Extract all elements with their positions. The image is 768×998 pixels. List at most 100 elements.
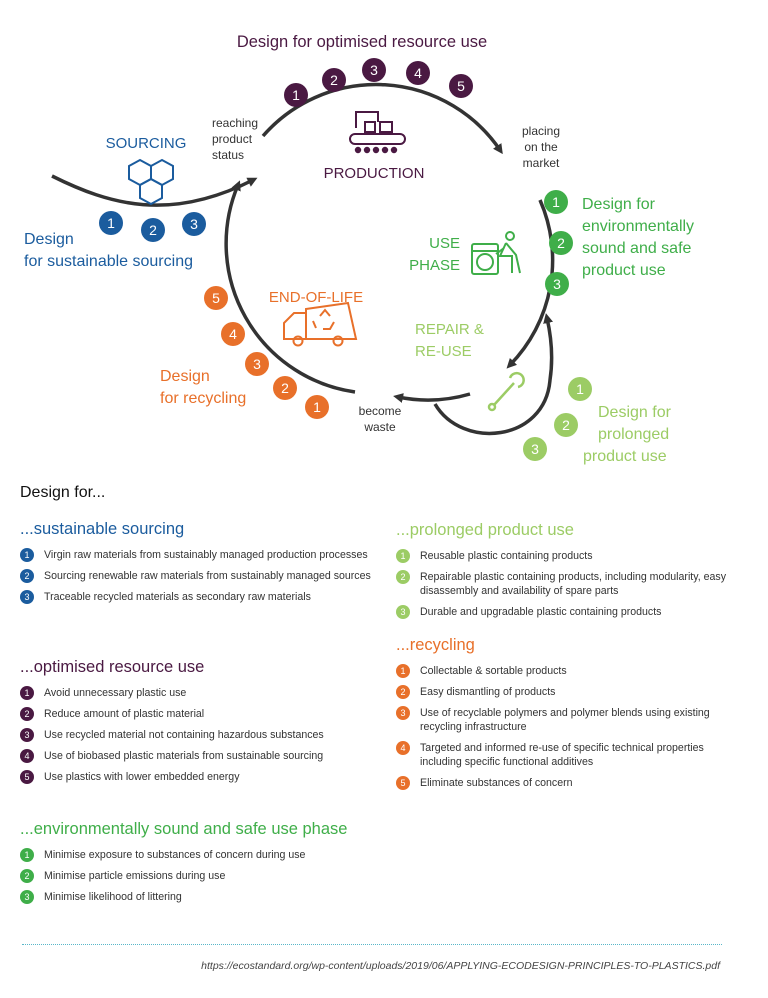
number-badge-circle [523, 437, 547, 461]
washing-machine-person-icon [471, 231, 521, 275]
production-stage-label: PRODUCTION [324, 165, 425, 182]
number-badge-circle [322, 68, 346, 92]
number-badge-label: 5 [457, 78, 465, 94]
number-badge: 2 [20, 707, 34, 721]
number-badge: 3 [20, 590, 34, 604]
number-badge-label: 3 [370, 62, 378, 78]
number-badge-label: 2 [330, 72, 338, 88]
number-badge: 4 [396, 741, 410, 755]
list-item-text: Traceable recycled materials as secondar… [44, 591, 311, 603]
number-badge-circle [406, 61, 430, 85]
use-phase-section: ...environmentally sound and safe use ph… [20, 820, 380, 911]
number-badge: 2 [20, 869, 34, 883]
number-badge-label: 3 [253, 356, 261, 372]
factory-conveyor-icon [349, 111, 406, 154]
design-for-heading: Design for... [20, 484, 106, 501]
list-item-text: Eliminate substances of concern [420, 777, 573, 789]
number-badge-label: 1 [313, 399, 321, 415]
recycling-section: ...recycling 1 Collectable & sortable pro… [396, 636, 748, 797]
number-badge: 1 [396, 664, 410, 678]
resource-design-title: Design for optimised resource use [237, 33, 487, 51]
number-badge-label: 2 [149, 222, 157, 238]
number-badge: 1 [20, 548, 34, 562]
number-badge-circle [245, 352, 269, 376]
number-badge-circle [305, 395, 329, 419]
number-badge: 2 [396, 685, 410, 699]
list-item-text: Minimise likelihood of littering [44, 891, 182, 903]
number-badge-label: 2 [562, 417, 570, 433]
recycling-section-title: ...recycling [396, 636, 475, 654]
number-badge-circle [544, 190, 568, 214]
number-badge-circle [204, 286, 228, 310]
become-waste-line-2: waste [363, 420, 396, 434]
number-badge-circle [554, 413, 578, 437]
use-phase-label-1: USE [429, 235, 460, 252]
end-of-life-label: END-OF-LIFE [269, 289, 363, 306]
number-badge-label: 1 [552, 194, 560, 210]
list-item: 2 Reduce amount of plastic material [20, 707, 380, 721]
number-badge-circle [273, 376, 297, 400]
placing-line-2: on the [524, 140, 558, 154]
reaching-status-line-2: product [212, 132, 253, 146]
hexagon-molecule-icon [128, 158, 174, 206]
placing-line-1: placing [522, 124, 560, 138]
use-design-line-4: product use [582, 262, 666, 279]
cycle-arrows [51, 82, 555, 436]
number-badge-label: 1 [576, 381, 584, 397]
reaching-status-line-1: reaching [212, 116, 258, 130]
number-badge: 2 [20, 569, 34, 583]
recycling-design-line-2: for recycling [160, 390, 246, 407]
list-item-text: Use plastics with lower embedded energy [44, 771, 240, 783]
number-badge-circle [99, 211, 123, 235]
number-badge: 3 [396, 706, 410, 720]
list-item-text: Repairable plastic containing products, … [420, 571, 727, 597]
use-phase-section-title: ...environmentally sound and safe use ph… [20, 820, 348, 838]
list-item-text: Avoid unnecessary plastic use [44, 687, 187, 699]
number-badge-label: 3 [531, 441, 539, 457]
recycling-truck-icon [283, 301, 358, 347]
number-badge-circle [549, 231, 573, 255]
number-badge-circle [568, 377, 592, 401]
number-badge-label: 1 [292, 87, 300, 103]
number-badge-circle [182, 212, 206, 236]
list-item-text: Collectable & sortable products [420, 665, 567, 677]
sourcing-design-line-2: for sustainable sourcing [24, 253, 193, 270]
number-badge-label: 4 [414, 65, 422, 81]
number-badge-circle [449, 74, 473, 98]
prolonged-design-line-3: product use [583, 448, 667, 465]
list-item-text: Reduce amount of plastic material [44, 708, 205, 720]
number-badge-circle [221, 322, 245, 346]
reaching-status-line-3: status [212, 148, 244, 162]
recycling-design-line-1: Design [160, 368, 210, 385]
use-design-line-2: environmentally [582, 218, 694, 235]
number-badge: 5 [396, 776, 410, 790]
prolonged-design-line-2: prolonged [598, 426, 669, 443]
placing-line-3: market [523, 156, 560, 170]
number-badge-label: 4 [229, 326, 237, 342]
number-badge-label: 2 [281, 380, 289, 396]
source-url: https://ecostandard.org/wp-content/uploa… [201, 960, 720, 972]
sourcing-section-title: ...sustainable sourcing [20, 520, 185, 538]
list-item-text: Use of biobased plastic materials from s… [44, 750, 324, 762]
number-badge: 3 [20, 728, 34, 742]
number-badge-circle [141, 218, 165, 242]
use-phase-label-2: PHASE [409, 257, 460, 274]
list-item-text: Durable and upgradable plastic containin… [420, 606, 662, 618]
number-badge-circle [284, 83, 308, 107]
number-badge-label: 2 [557, 235, 565, 251]
number-badge-label: 3 [553, 276, 561, 292]
number-badge-circle [545, 272, 569, 296]
